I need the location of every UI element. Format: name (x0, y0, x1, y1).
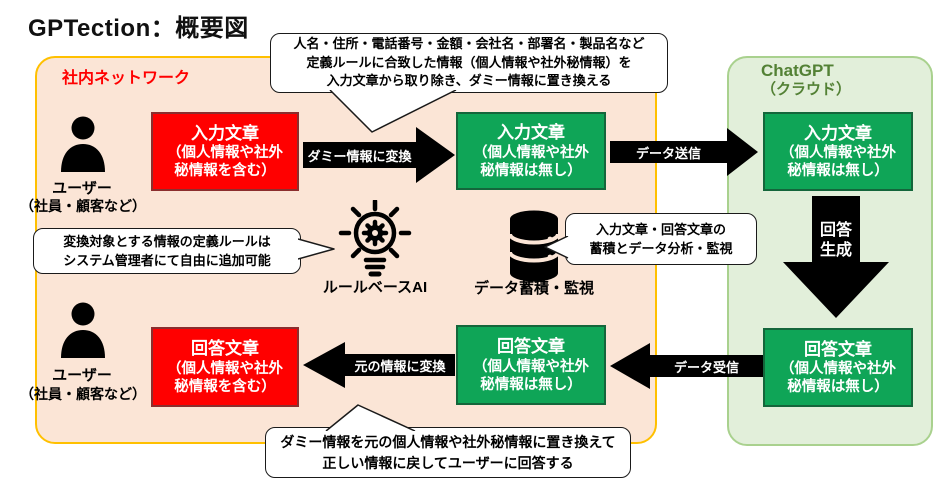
box-line: 秘情報は無し） (480, 376, 582, 393)
user-bottom-name: ユーザー (52, 367, 112, 384)
callout-line: 入力文章から取り除き、ダミー情報に置き換える (326, 73, 612, 89)
user-icon (61, 116, 105, 172)
internal-network-label: 社内ネットワーク (62, 70, 191, 87)
chatgpt-label-sub: （クラウド） (761, 81, 852, 99)
callout-line: 人名・住所・電話番号・金額・会社名・部署名・製品名など (293, 35, 645, 51)
answer-box-cloud: 回答文章 （個人情報や社外 秘情報は無し） (763, 328, 913, 407)
input-box-clean: 入力文章 （個人情報や社外 秘情報は無し） (456, 112, 606, 190)
box-line: 回答文章 (191, 339, 259, 359)
arrow-generate-answer: 回答 生成 (783, 196, 889, 318)
callout-right: 入力文章・回答文章の 蓄積とデータ分析・監視 (565, 213, 757, 265)
arrow-label: ダミー情報に変換 (307, 148, 412, 164)
box-line: 秘情報を含む） (174, 163, 276, 180)
box-line: 回答文章 (497, 337, 565, 357)
callout-line: ダミー情報を元の個人情報や社外秘情報に置き換えて (280, 434, 616, 451)
box-line: （個人情報や社外 (780, 145, 896, 161)
arrow-data-send: データ送信 (610, 128, 758, 176)
arrow-left-icon (610, 343, 763, 389)
box-line: （個人情報や社外 (473, 358, 589, 375)
arrow-label-line: 回答 (819, 222, 852, 239)
arrow-restore-info: 元の情報に変換 (303, 342, 455, 388)
answer-box-clean: 回答文章 （個人情報や社外 秘情報は無し） (456, 325, 606, 405)
arrow-dummy-convert: ダミー情報に変換 (303, 127, 455, 183)
callout-tail (298, 238, 335, 260)
callout-tail (329, 90, 457, 133)
callout-bottom: ダミー情報を元の個人情報や社外秘情報に置き換えて 正しい情報に戻してユーザーに回… (265, 427, 631, 478)
box-line: 入力文章 (804, 123, 872, 143)
box-line: （個人情報や社外 (167, 145, 283, 161)
arrow-left-icon (303, 342, 455, 388)
box-line: 秘情報は無し） (787, 379, 889, 396)
callout-line: 変換対象とする情報の定義ルールは (63, 233, 271, 249)
arrow-label: 回答 生成 (783, 218, 889, 264)
arrow-label-line: 生成 (819, 242, 852, 259)
arrow-right-icon (303, 127, 455, 183)
arrow-down-icon (783, 196, 889, 318)
callout-tail (544, 236, 569, 259)
chatgpt-cloud-label: ChatGPT （クラウド） (761, 60, 851, 100)
box-line: 秘情報は無し） (480, 162, 582, 179)
user-bottom-desc: （社員・顧客など） (20, 386, 146, 402)
callout-tail (325, 404, 416, 431)
arrow-label: データ送信 (635, 145, 701, 161)
box-line: 入力文章 (497, 123, 565, 143)
user-icon (61, 302, 105, 358)
chatgpt-label-name: ChatGPT (761, 61, 834, 80)
answer-box-raw: 回答文章 （個人情報や社外 秘情報を含む） (151, 327, 299, 407)
arrow-right-icon (610, 128, 758, 176)
box-line: 秘情報は無し） (787, 163, 889, 180)
callout-line: 蓄積とデータ分析・監視 (589, 241, 733, 256)
box-line: （個人情報や社外 (780, 361, 896, 377)
rule-ai-label: ルールベースAI (322, 279, 428, 296)
callout-line: 入力文章・回答文章の (595, 221, 726, 237)
arrow-label: データ受信 (673, 359, 739, 375)
callout-line: 定義ルールに合致した情報（個人情報や社外秘情報）を (306, 54, 632, 70)
user-top-desc: （社員・顧客など） (20, 198, 146, 214)
callout-top: 人名・住所・電話番号・金額・会社名・部署名・製品名など 定義ルールに合致した情報… (270, 33, 668, 93)
box-line: （個人情報や社外 (473, 144, 589, 161)
box-line: （個人情報や社外 (167, 360, 283, 377)
box-line: 入力文章 (191, 123, 259, 143)
box-line: 回答文章 (804, 339, 872, 359)
box-line: 秘情報を含む） (174, 378, 276, 395)
lightbulb-gear-icon (338, 200, 412, 277)
input-box-cloud: 入力文章 （個人情報や社外 秘情報は無し） (763, 112, 913, 191)
user-top-name: ユーザー (52, 180, 112, 197)
arrow-label: 元の情報に変換 (354, 358, 446, 374)
callout-line: 正しい情報に戻してユーザーに回答する (322, 454, 574, 471)
arrow-data-receive: データ受信 (610, 343, 763, 389)
page-title: GPTection：概要図 (28, 15, 249, 42)
data-store-label: データ蓄積・監視 (473, 280, 594, 297)
callout-line: システム管理者にて自由に追加可能 (63, 253, 271, 268)
callout-left: 変換対象とする情報の定義ルールは システム管理者にて自由に追加可能 (33, 228, 301, 274)
input-box-raw: 入力文章 （個人情報や社外 秘情報を含む） (151, 112, 299, 191)
